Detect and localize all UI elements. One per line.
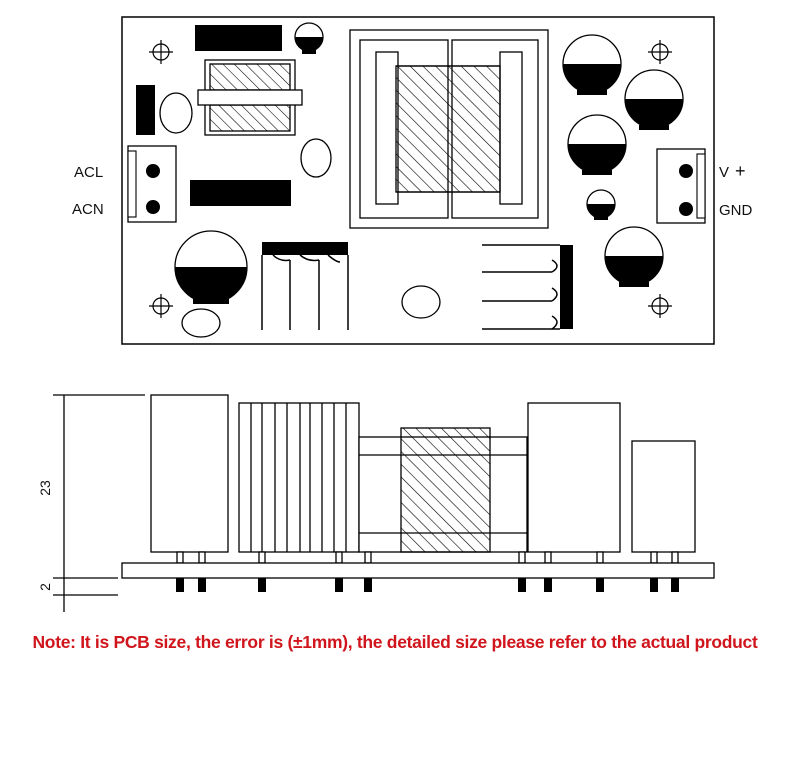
label-gnd: GND [719,202,753,219]
label-acn: ACN [72,201,104,218]
top-view: ACL ACN V + GND [72,16,753,345]
side-pcb [121,562,715,579]
size-note: Note: It is PCB size, the error is (±1mm… [32,632,758,652]
mounting-hole-top-right [648,40,672,64]
input-terminal-block [127,145,177,223]
electrolytic-capacitor-2 [624,69,684,130]
output-terminal-block [656,148,706,224]
side-capacitor-small [631,440,696,553]
bulk-capacitor [174,230,248,304]
oval-component-bottom-mid [401,285,441,319]
transformer [349,29,549,229]
electrolytic-capacitor-3 [567,114,627,175]
label-vplus: V [719,164,729,181]
side-capacitor-right [527,402,621,553]
side-choke [238,402,360,553]
resistor-left [136,85,155,135]
common-mode-choke [197,59,303,136]
ic-top [195,25,282,51]
side-transformer [358,427,528,553]
height-dimension [53,394,145,612]
ic-middle [190,180,291,206]
small-capacitor-top [294,22,324,54]
component-pins [176,578,679,592]
oval-component-bottom-left [181,308,221,338]
mounting-hole-bottom-right [648,294,672,318]
dimension-height-text: 23 [37,480,53,496]
power-transistor-vertical [261,242,349,330]
small-capacitor-right [586,189,616,220]
electrolytic-capacitor-4 [604,226,664,287]
mounting-hole-bottom-left [149,294,173,318]
label-acl: ACL [74,164,103,181]
side-capacitor-left [150,394,229,553]
component-legs [176,551,679,564]
oval-component-mid [300,138,332,178]
side-view [53,394,715,612]
dimension-pcb-thickness-text: 2 [37,583,53,591]
electrolytic-capacitor-1 [562,34,622,95]
rectifier-horizontal [482,244,573,330]
varistor-oval [159,92,193,134]
label-plus-sign: + [735,161,746,181]
mounting-hole-top-left [149,40,173,64]
